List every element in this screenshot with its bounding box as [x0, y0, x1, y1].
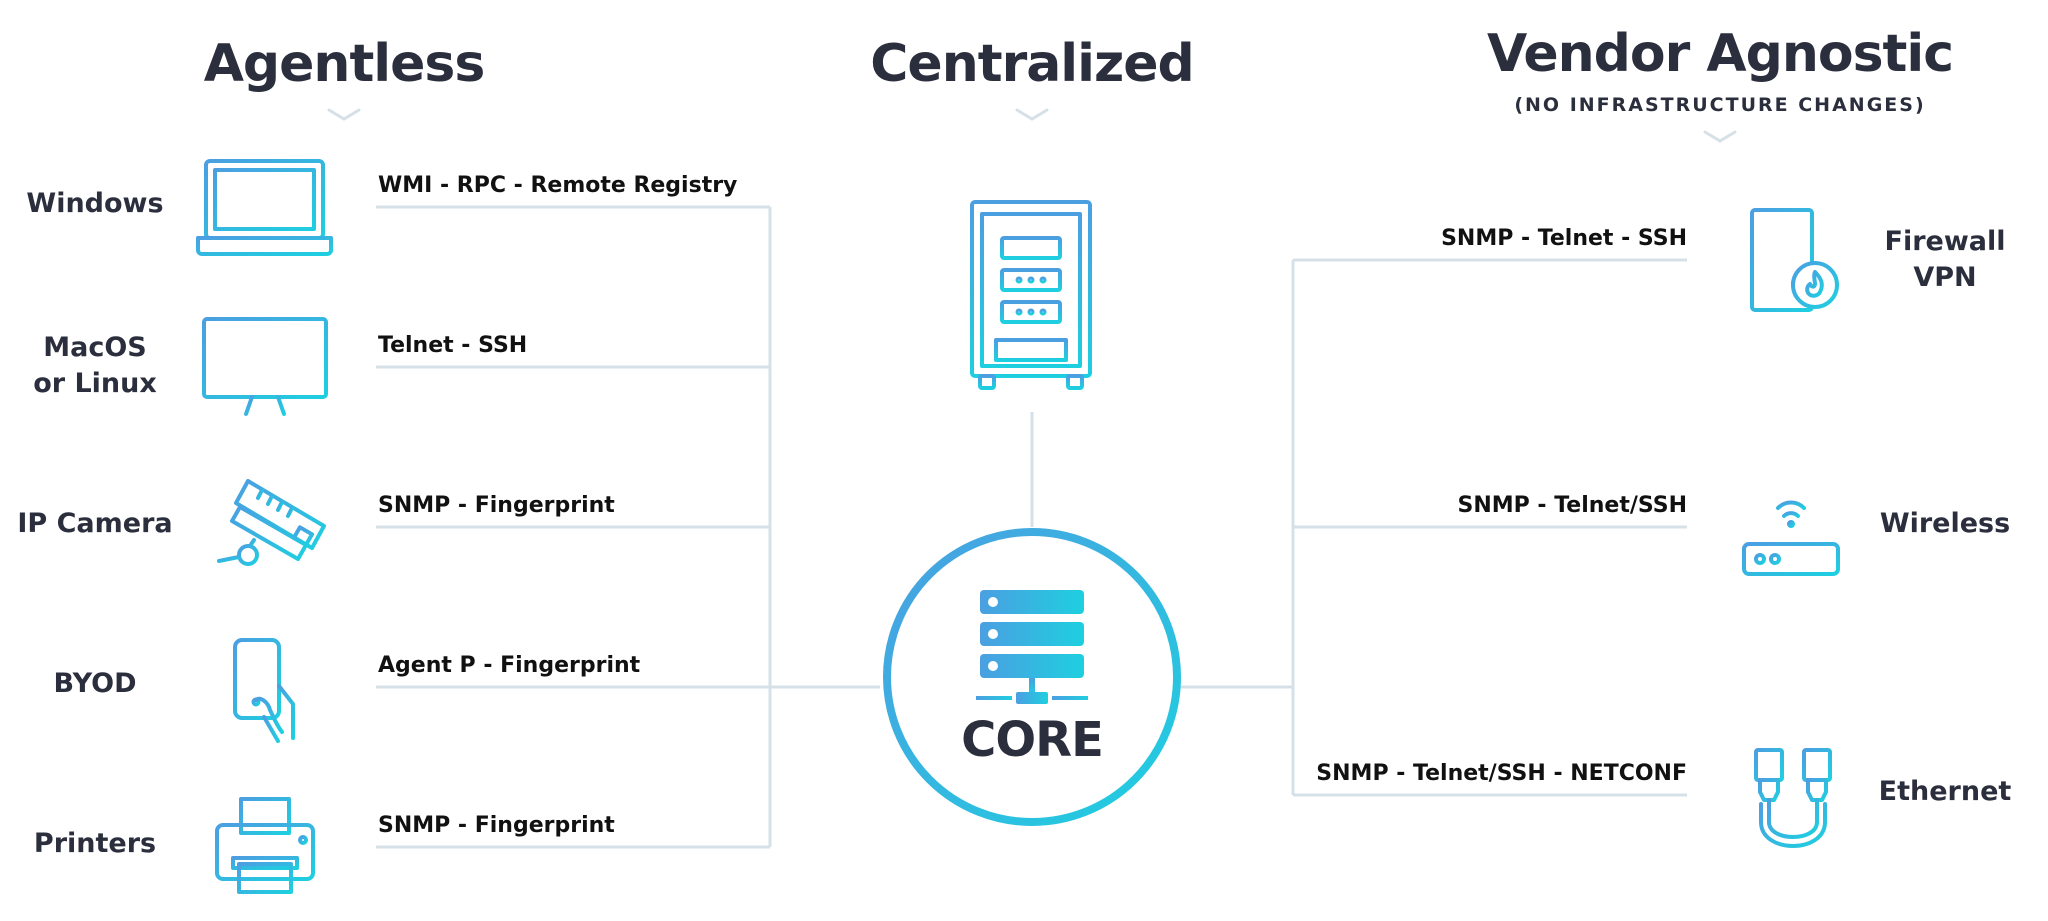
header-vendor-agnostic: Vendor Agnostic: [1486, 24, 1954, 84]
monitor-icon: [202, 317, 328, 416]
protocol-windows: WMI - RPC - Remote Registry: [378, 173, 738, 198]
protocol-macos-linux: Telnet - SSH: [378, 333, 528, 358]
protocol-ip-camera: SNMP - Fingerprint: [378, 493, 615, 518]
device-label-printers: Printers: [33, 828, 157, 859]
device-label-wireless: Wireless: [1879, 508, 2011, 539]
device-label-byod: BYOD: [53, 668, 137, 699]
protocol-printers: SNMP - Fingerprint: [378, 813, 615, 838]
header-agentless: Agentless: [203, 34, 486, 94]
device-label-ip-camera: IP Camera: [17, 508, 173, 539]
core-label: CORE: [961, 712, 1104, 768]
firewall-server-icon: [1750, 208, 1839, 312]
wireless-router-icon: [1742, 482, 1840, 584]
header-vendor-agnostic-subtitle: (NO INFRASTRUCTURE CHANGES): [1514, 94, 1926, 116]
device-label-windows: Windows: [26, 188, 164, 219]
protocol-wireless: SNMP - Telnet/SSH: [1457, 493, 1687, 518]
device-label-ethernet: Ethernet: [1878, 776, 2012, 807]
protocol-ethernet: SNMP - Telnet/SSH - NETCONF: [1316, 761, 1687, 786]
server-rack-icon: [970, 200, 1092, 390]
printer-icon: [215, 797, 315, 894]
ethernet-cable-icon: [1754, 742, 1832, 848]
laptop-icon: [196, 159, 333, 256]
protocol-firewall-vpn: SNMP - Telnet - SSH: [1441, 226, 1687, 251]
header-centralized: Centralized: [870, 34, 1194, 94]
smartphone-icon: [233, 638, 295, 743]
ip-camera-icon: [210, 479, 326, 575]
protocol-byod: Agent P - Fingerprint: [378, 653, 641, 678]
server-stack-icon: [976, 590, 1088, 704]
